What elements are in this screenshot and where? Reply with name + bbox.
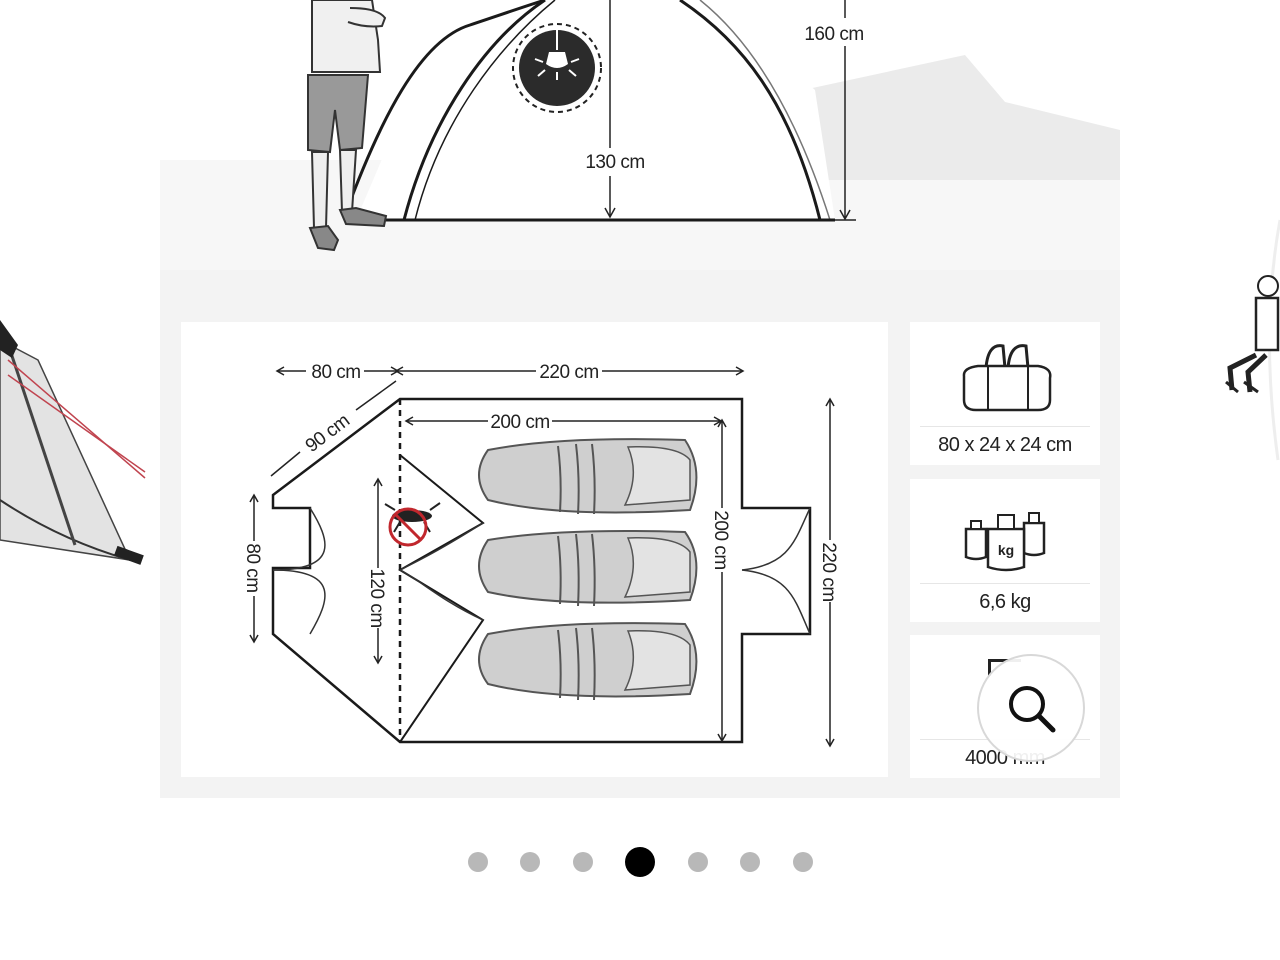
weights-kg-icon: kg [964,512,1046,572]
carousel-dot[interactable] [520,852,540,872]
next-slide-preview[interactable] [1200,0,1280,600]
vestibule-width-label: 80 cm [311,362,360,383]
total-length-label: 220 cm [539,362,598,383]
floor-plan-diagram: 80 cm 220 cm 200 cm 90 cm 80 cm 120 cm 2… [242,362,839,748]
carousel-dot[interactable] [625,847,655,877]
inner-length-label: 200 cm [490,412,549,433]
inner-width-label: 200 cm [710,510,731,569]
outer-height-label: 160 cm [804,24,863,45]
carousel-dot[interactable] [688,852,708,872]
vestibule-depth-label: 80 cm [242,543,263,592]
kg-text: kg [998,542,1014,558]
carousel-dot[interactable] [793,852,813,872]
carousel-pagination [0,846,1280,878]
person-scale-figure [307,0,388,252]
tent-side-view: 130 cm 160 cm [343,0,864,222]
pack-size-label: 80 x 24 x 24 cm [938,434,1072,456]
mosquito-net-icon [384,502,441,547]
magnifier-icon [1009,686,1056,733]
inner-height-label: 130 cm [585,152,644,173]
carousel-dot[interactable] [573,852,593,872]
sleeping-bag-1 [478,438,698,515]
previous-slide-preview[interactable] [0,0,160,600]
carousel-dot[interactable] [468,852,488,872]
spec-card-pack-size: 80 x 24 x 24 cm [910,322,1100,465]
weight-label: 6,6 kg [979,591,1031,613]
total-width-label: 220 cm [818,542,839,601]
sleeping-bag-3 [478,622,698,701]
duffel-bag-icon [962,344,1052,412]
door-width-label: 120 cm [366,568,387,627]
spec-card-weight: kg 6,6 kg [910,479,1100,622]
zoom-button[interactable] [977,654,1085,762]
carousel-dot[interactable] [740,852,760,872]
lamp-icon [512,23,602,113]
sleeping-bag-2 [478,530,698,607]
